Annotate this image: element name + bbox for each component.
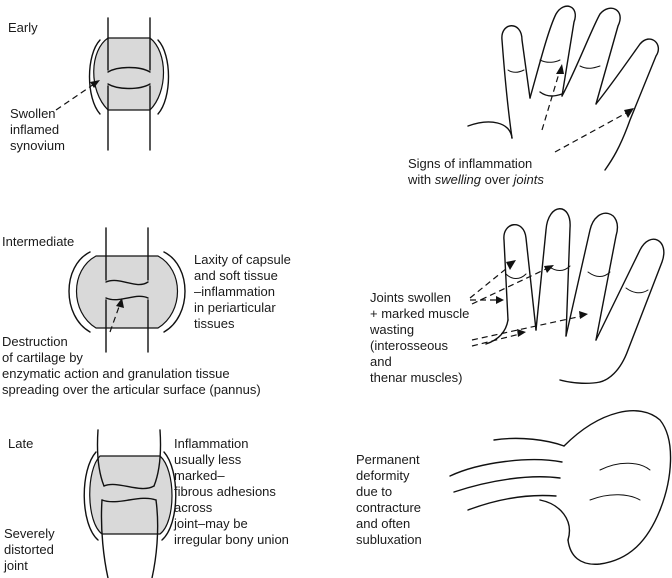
capsule-laxity-label: Laxity of capsule and soft tissue –infla… <box>194 252 291 331</box>
intermediate-hand-drawing <box>469 208 665 385</box>
early-hand-label-line2: with swelling over joints <box>408 172 544 187</box>
early-hand-label: Signs of inflammation with swelling over… <box>408 156 544 187</box>
late-hand-label: Permanent deformity due to contracture a… <box>356 452 422 547</box>
intermediate-joint-drawing <box>68 227 186 353</box>
stage-title-intermediate: Intermediate <box>2 234 75 249</box>
swollen-synovium-label: Swollen inflamed synovium <box>10 106 65 153</box>
early-joint-drawing <box>55 17 170 151</box>
stage-title-early: Early <box>8 20 38 35</box>
intermediate-hand-label: Joints swollen + marked muscle wasting (… <box>370 290 470 385</box>
early-hand-drawing <box>467 5 659 171</box>
late-joint-drawing <box>83 429 177 578</box>
late-hand-drawing <box>449 410 672 565</box>
cartilage-destruction-label: Destruction of cartilage by enzymatic ac… <box>2 334 261 397</box>
stage-title-late: Late <box>8 436 34 451</box>
distorted-joint-label: Severely distorted joint <box>4 526 55 573</box>
fibrous-adhesion-label: Inflammation usually less marked– fibrou… <box>174 436 289 547</box>
